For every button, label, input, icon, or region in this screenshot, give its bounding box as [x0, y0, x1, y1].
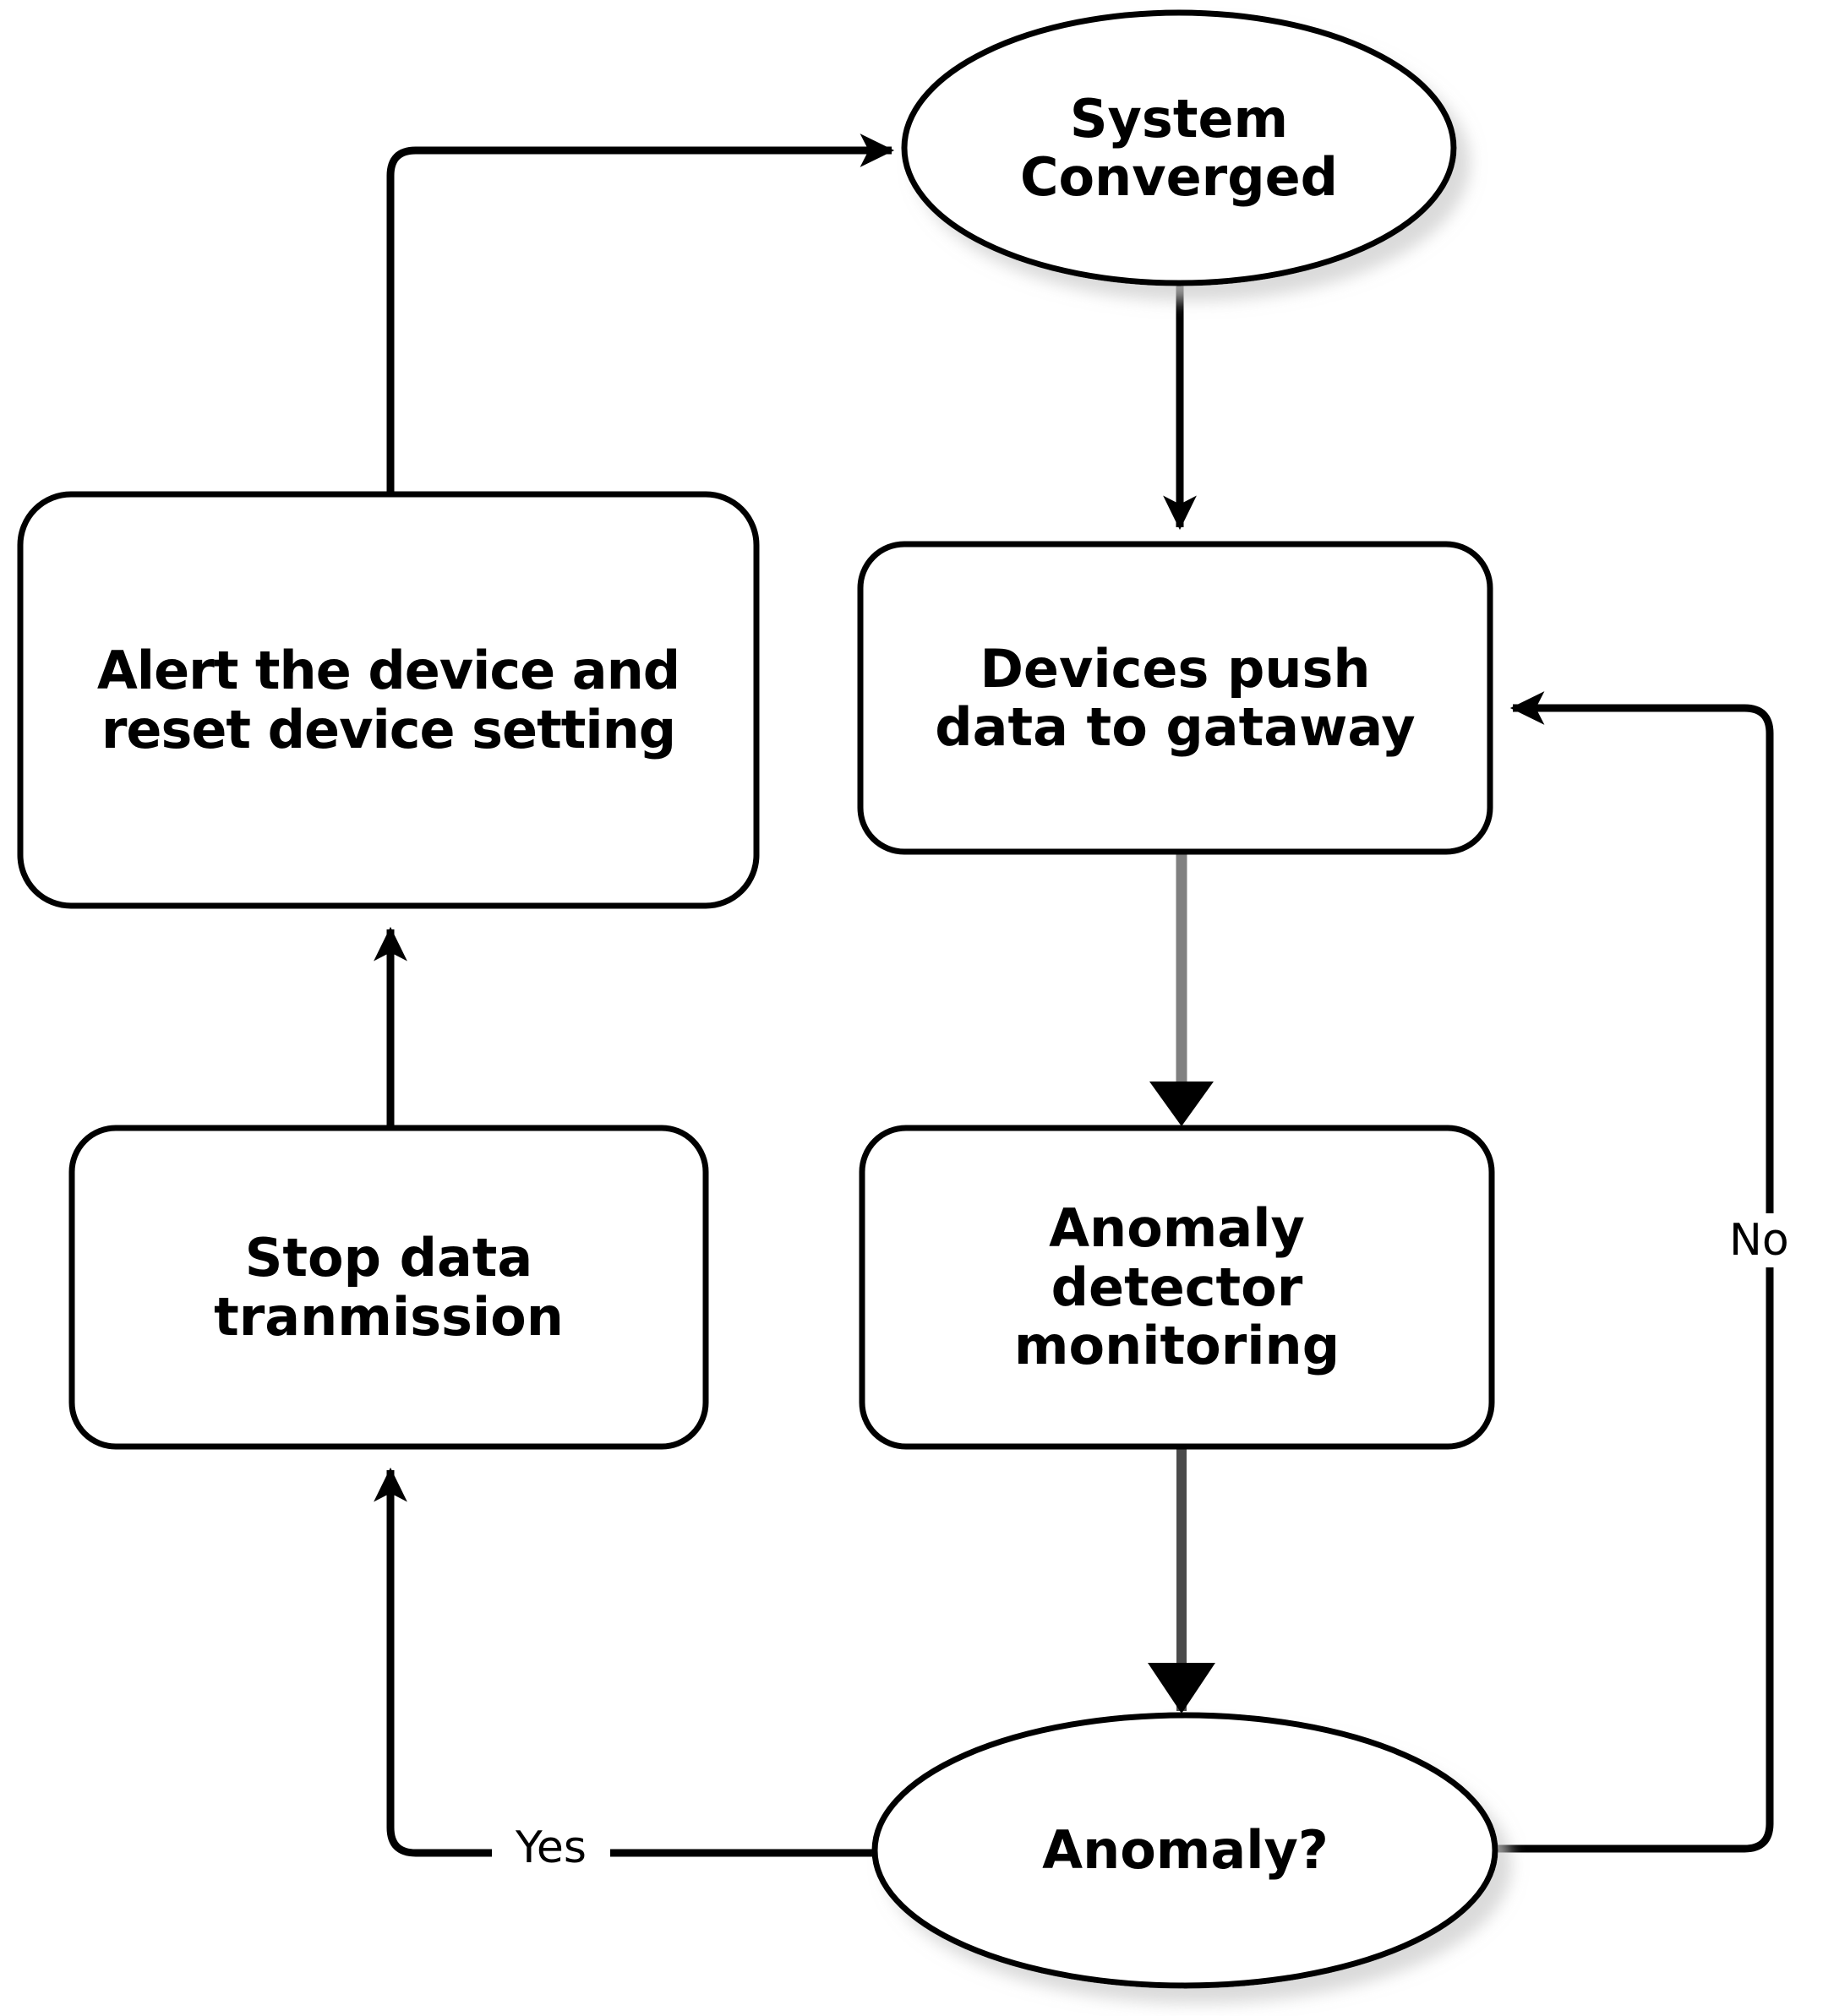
edge-decision-yes-to-stop — [374, 1467, 875, 1857]
node-system-converged[interactable] — [901, 9, 1457, 286]
edge-label-no: No — [1729, 1213, 1818, 1267]
node-stop-data[interactable] — [68, 1125, 709, 1450]
edge-decision-no-to-devices — [1496, 691, 1774, 1853]
edge-detector-to-decision — [1148, 1447, 1215, 1714]
edge-label-yes: Yes — [492, 1823, 610, 1873]
node-anomaly-detector[interactable] — [859, 1125, 1495, 1450]
edge-devices-to-detector — [1149, 852, 1214, 1126]
node-alert-reset[interactable] — [17, 491, 760, 909]
edge-alert-to-converged — [386, 133, 895, 494]
node-anomaly-decision[interactable] — [871, 1712, 1498, 1989]
node-devices-push[interactable] — [857, 541, 1493, 855]
